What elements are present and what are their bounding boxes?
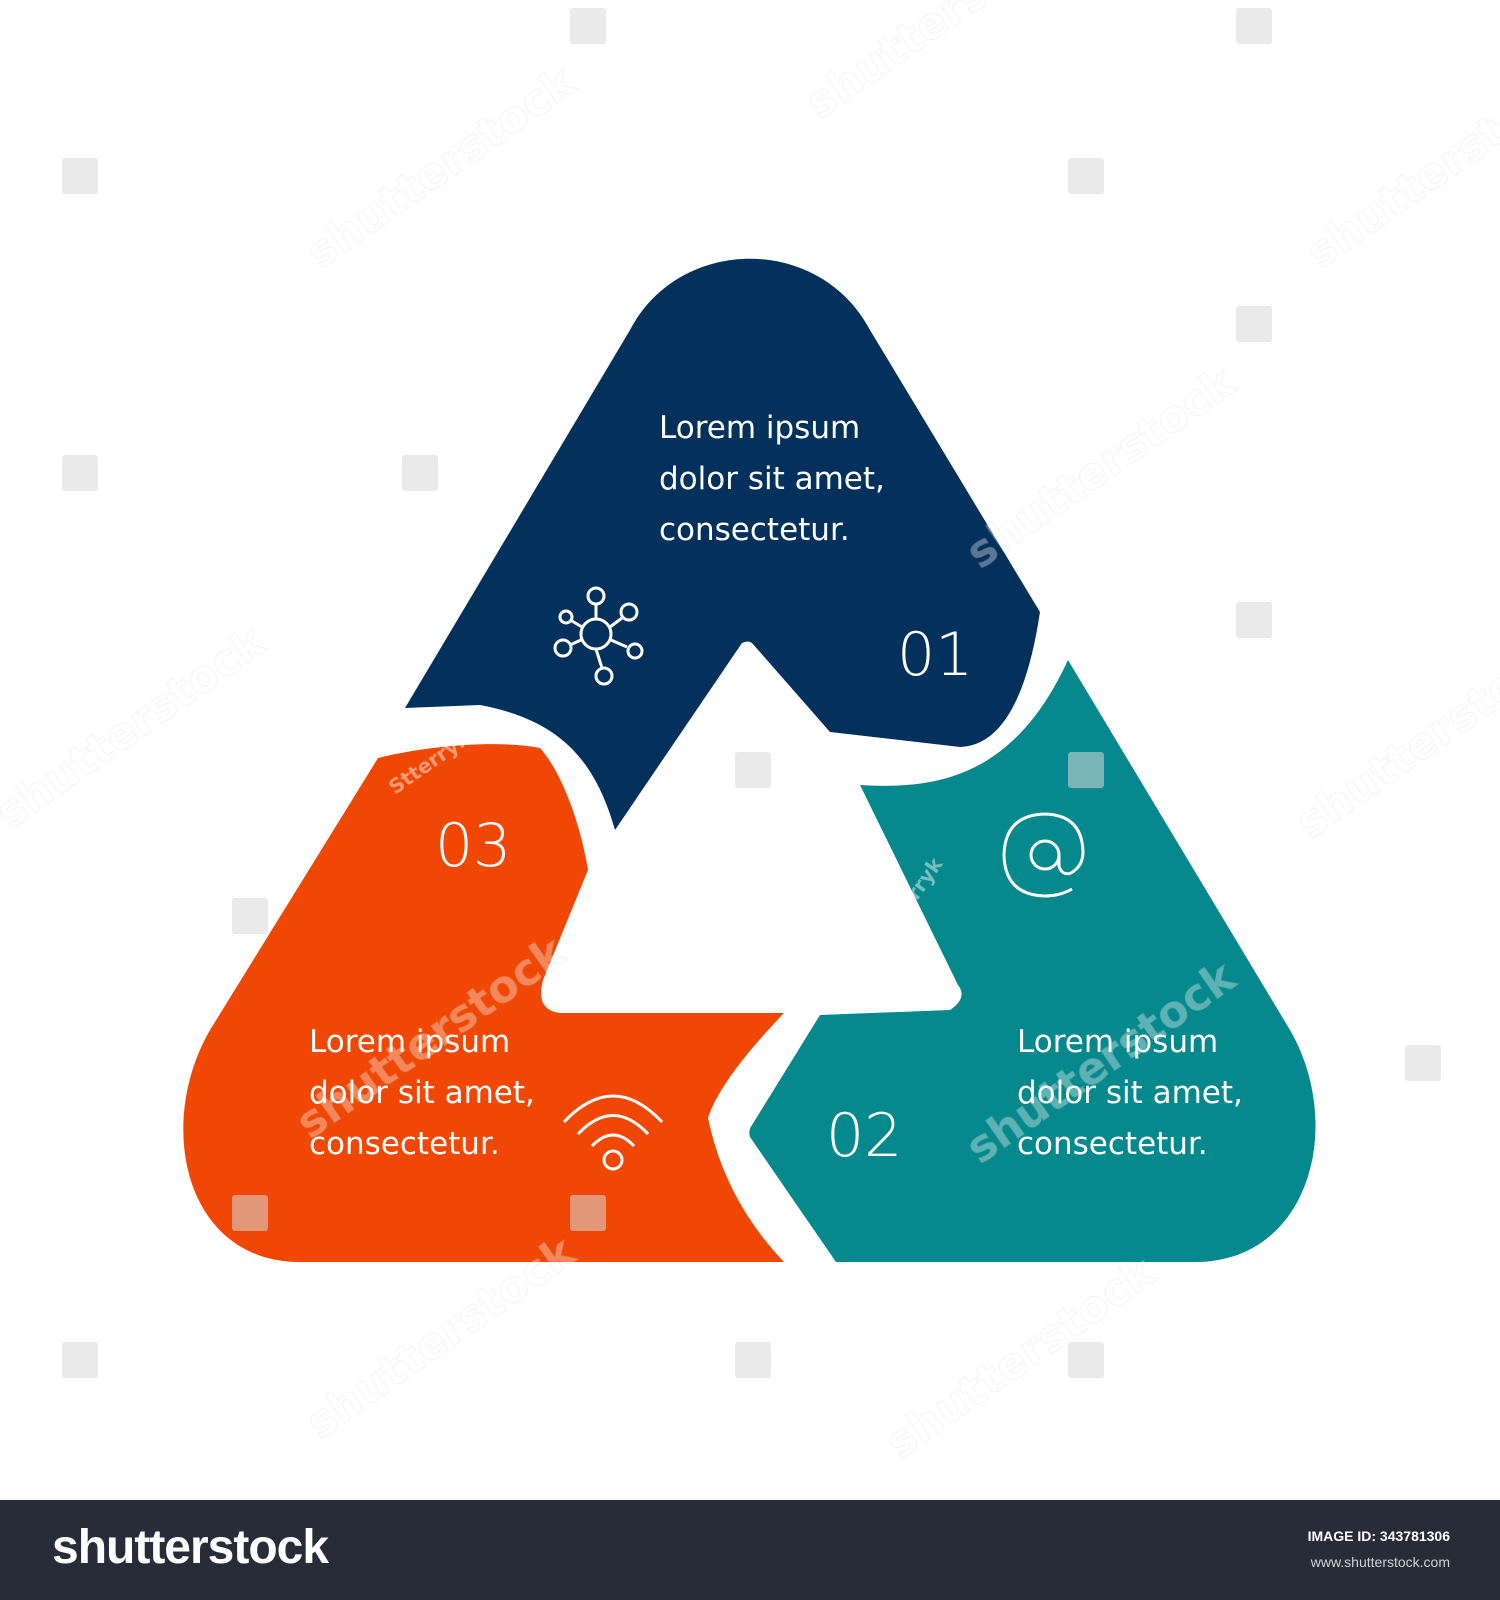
- watermark-box: [402, 455, 438, 491]
- watermark-box: [232, 898, 268, 934]
- footer-url[interactable]: www.shutterstock.com: [1310, 1554, 1450, 1570]
- watermark-box: [735, 1342, 771, 1378]
- watermark-box: [570, 8, 606, 44]
- segment-01-line-3: consectetur.: [659, 512, 850, 548]
- segment-03-shape: [183, 744, 784, 1262]
- segment-02-number: 02: [826, 1101, 902, 1171]
- segment-03-number: 03: [435, 811, 511, 881]
- watermark-text: shutterstock: [797, 0, 1086, 129]
- watermark-text: shutterstock: [0, 615, 276, 839]
- footer-logo[interactable]: shutterstock: [52, 1521, 329, 1574]
- segment-01-line-2: dolor sit amet,: [659, 461, 885, 497]
- watermark-text: shutterstock: [1287, 625, 1500, 849]
- footer-image-id: IMAGE ID: 343781306: [1307, 1528, 1450, 1544]
- watermark-box: [232, 1195, 268, 1231]
- watermark-text: shutterstock: [957, 355, 1246, 579]
- segment-03-line-2: dolor sit amet,: [309, 1075, 535, 1111]
- watermark-text: shutterstock: [1297, 55, 1500, 279]
- segment-03-line-1: Lorem ipsum: [309, 1024, 510, 1060]
- watermark-box: [1405, 1045, 1441, 1081]
- watermark-box: [735, 752, 771, 788]
- segment-01: Lorem ipsum dolor sit amet, consectetur.…: [405, 258, 1040, 830]
- watermark-box: [62, 1342, 98, 1378]
- watermark-box: [1236, 8, 1272, 44]
- segment-02-line-1: Lorem ipsum: [1017, 1024, 1218, 1060]
- watermark-box: [1236, 306, 1272, 342]
- segment-01-shape: [405, 258, 1040, 830]
- segment-03-line-3: consectetur.: [309, 1126, 500, 1162]
- watermark-box: [1068, 158, 1104, 194]
- watermark-box: [1236, 602, 1272, 638]
- watermark-box: [62, 455, 98, 491]
- watermark-box: [570, 1195, 606, 1231]
- watermark-box: [62, 158, 98, 194]
- footer-bar: shutterstock IMAGE ID: 343781306 www.shu…: [0, 1500, 1500, 1600]
- segment-02-shape: [749, 660, 1316, 1262]
- segment-03: Lorem ipsum dolor sit amet, consectetur.…: [183, 744, 784, 1262]
- segment-02-line-3: consectetur.: [1017, 1126, 1208, 1162]
- segment-01-number: 01: [897, 620, 973, 690]
- network-icon: [553, 586, 644, 686]
- wifi-icon: [562, 1094, 664, 1171]
- segment-01-line-1: Lorem ipsum: [659, 410, 860, 446]
- watermark-box: [1068, 752, 1104, 788]
- watermark-text: shutterstock: [297, 55, 586, 279]
- segment-02-line-2: dolor sit amet,: [1017, 1075, 1243, 1111]
- cycle-diagram: Lorem ipsum dolor sit amet, consectetur.…: [0, 0, 1500, 1470]
- watermark-text: shutterstock: [877, 1245, 1166, 1469]
- at-sign-icon: [1002, 812, 1085, 898]
- watermark-box: [1068, 1342, 1104, 1378]
- segment-02: Lorem ipsum dolor sit amet, consectetur.…: [749, 660, 1316, 1262]
